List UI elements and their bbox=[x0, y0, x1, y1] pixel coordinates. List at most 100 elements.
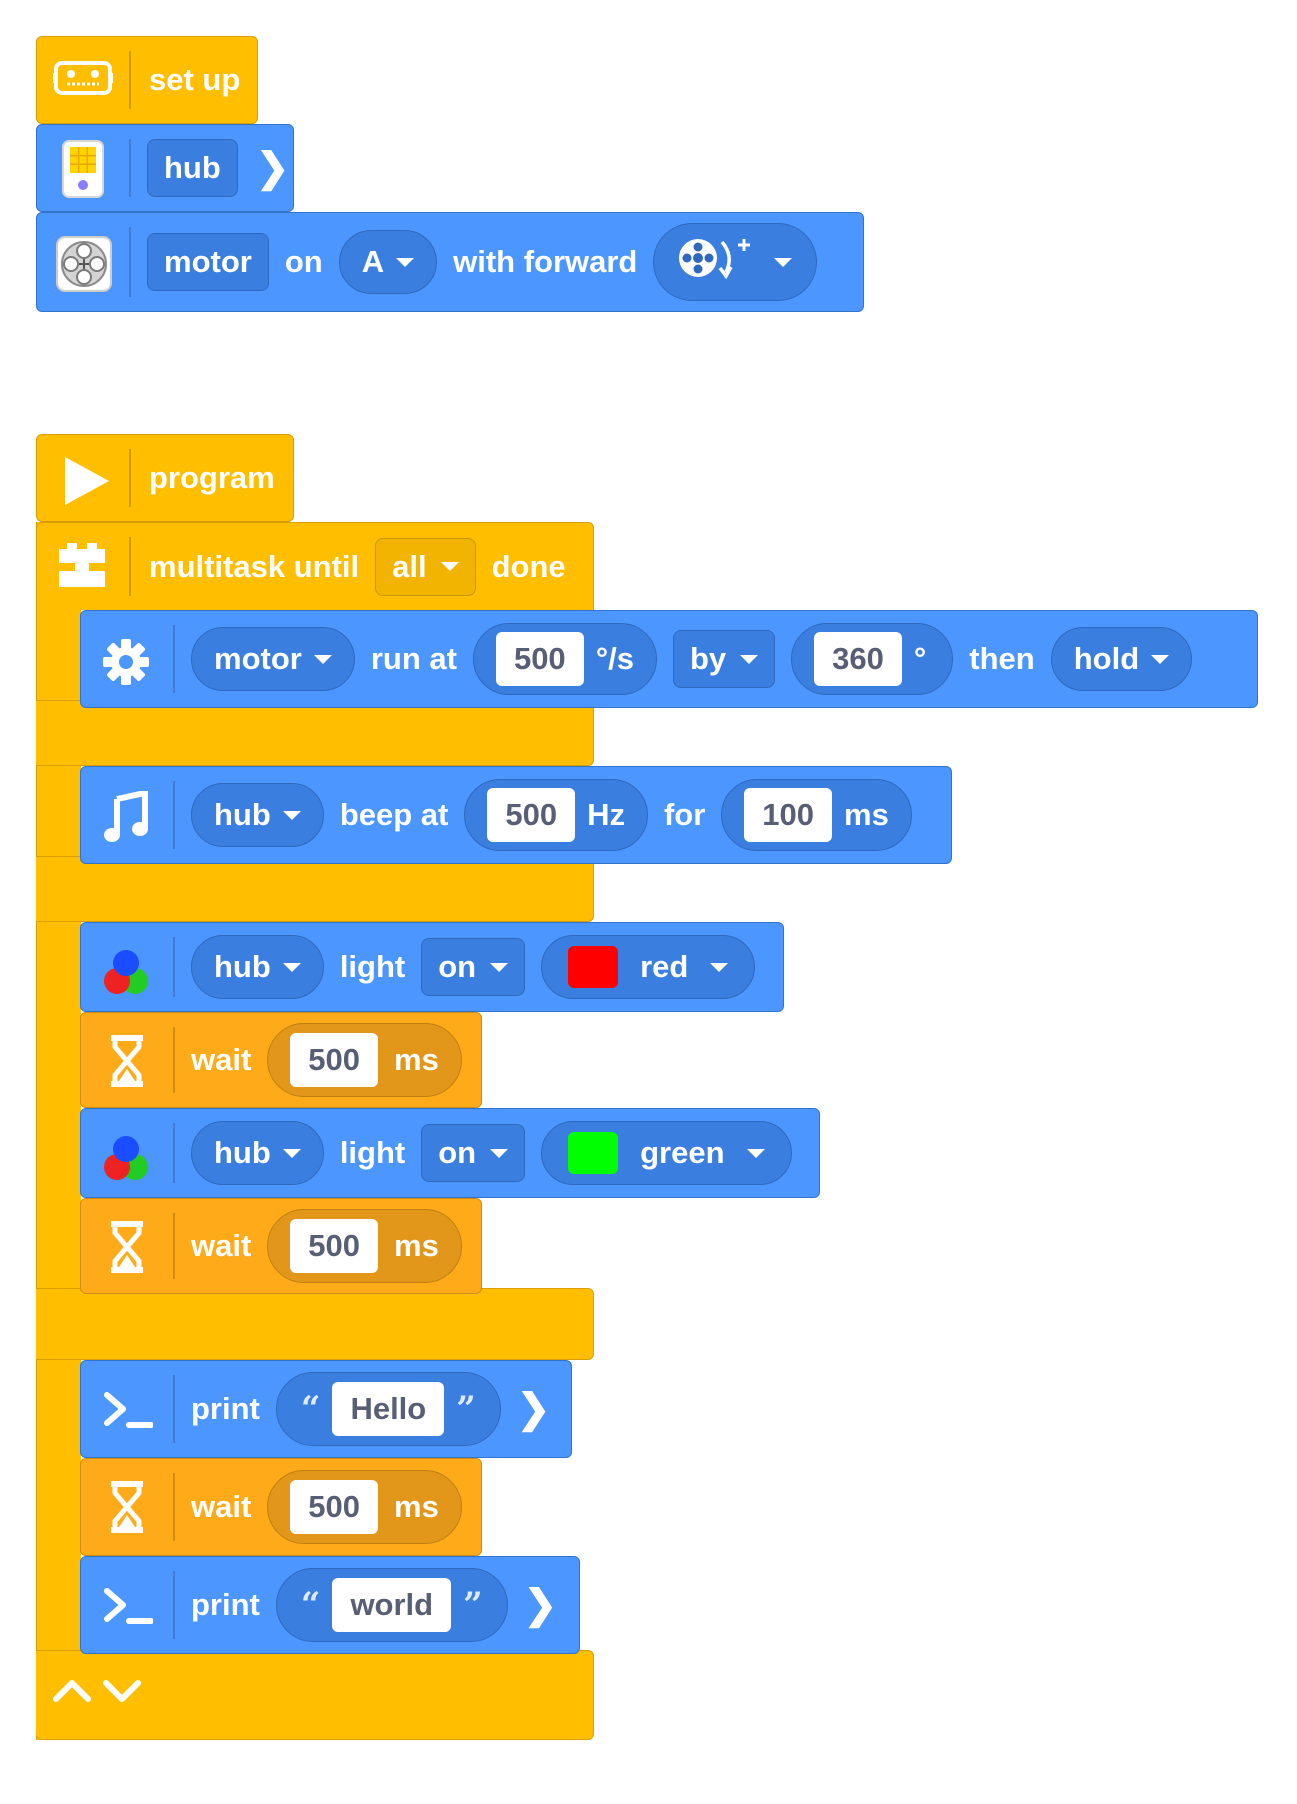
frequency-input[interactable]: 500 bbox=[487, 788, 576, 842]
by-value: by bbox=[689, 641, 727, 676]
caret-down-icon bbox=[774, 257, 793, 267]
wait-label: wait bbox=[191, 1042, 252, 1077]
by-dropdown[interactable]: by bbox=[672, 630, 776, 688]
motor-setup-block[interactable]: motor on A with forward bbox=[36, 212, 864, 312]
caret-down-icon bbox=[396, 257, 415, 267]
multitask-block[interactable]: multitask until all done bbox=[36, 522, 594, 610]
print-label: print bbox=[191, 1587, 260, 1622]
duration-input[interactable]: 100 bbox=[744, 788, 833, 842]
port-dropdown[interactable]: A bbox=[338, 230, 438, 294]
beep-target-dropdown[interactable]: hub bbox=[191, 783, 324, 847]
wait-unit: ms bbox=[394, 1489, 439, 1524]
program-label: program bbox=[149, 460, 275, 495]
hub-setup-block[interactable]: hub ❯ bbox=[36, 124, 294, 212]
caret-down-icon bbox=[440, 562, 459, 571]
gear-icon bbox=[101, 637, 151, 687]
caret-down-icon bbox=[710, 962, 729, 972]
caret-down-icon bbox=[313, 654, 332, 664]
wait-duration-input[interactable]: 500 bbox=[290, 1033, 379, 1087]
chevron-right-icon[interactable]: ❯ bbox=[516, 1387, 551, 1431]
color-dropdown[interactable]: red bbox=[541, 935, 756, 999]
light-target-dropdown[interactable]: hub bbox=[191, 1121, 324, 1185]
separator bbox=[173, 1213, 175, 1279]
color-swatch bbox=[568, 1132, 619, 1174]
motor-run-block[interactable]: motor run at 500 °/s by 360° then hold bbox=[80, 610, 1258, 708]
separator bbox=[129, 449, 131, 507]
direction-dropdown[interactable] bbox=[653, 223, 818, 301]
hourglass-icon bbox=[107, 1035, 147, 1087]
print-text-field[interactable]: “ world ” bbox=[275, 1568, 508, 1642]
light-block-1[interactable]: hub light on red bbox=[80, 922, 784, 1012]
done-label: done bbox=[491, 548, 566, 584]
open-quote-icon: “ bbox=[300, 1585, 321, 1625]
motor-selector-label: motor bbox=[164, 244, 252, 279]
motor-selector[interactable]: motor bbox=[147, 233, 269, 291]
then-label: then bbox=[969, 641, 1035, 676]
lane-2-footer bbox=[36, 856, 594, 922]
hourglass-icon bbox=[107, 1481, 147, 1533]
separator bbox=[173, 625, 175, 693]
light-target-dropdown[interactable]: hub bbox=[191, 935, 324, 999]
terminal-icon bbox=[103, 1585, 153, 1627]
amount-field[interactable]: 360° bbox=[791, 623, 954, 695]
end-action-dropdown[interactable]: hold bbox=[1050, 627, 1193, 691]
print-text-field[interactable]: “ Hello ” bbox=[275, 1372, 501, 1446]
multitask-mode-dropdown[interactable]: all bbox=[375, 537, 476, 596]
light-label: light bbox=[339, 949, 406, 984]
light-block-2[interactable]: hub light on green bbox=[80, 1108, 820, 1198]
program-hat-block[interactable]: program bbox=[36, 434, 294, 522]
for-label: for bbox=[663, 797, 706, 832]
wait-duration-input[interactable]: 500 bbox=[290, 1219, 379, 1273]
port-value: A bbox=[361, 244, 385, 279]
separator bbox=[129, 537, 131, 596]
collapse-expand-icon[interactable] bbox=[50, 1671, 146, 1711]
color-name: green bbox=[640, 1135, 725, 1170]
print-block-2[interactable]: print “ world ” ❯ bbox=[80, 1556, 580, 1654]
separator bbox=[129, 51, 131, 109]
setup-label: set up bbox=[149, 62, 241, 97]
separator bbox=[173, 1473, 175, 1541]
setup-hat-block[interactable]: set up bbox=[36, 36, 258, 124]
caret-down-icon bbox=[746, 1148, 765, 1158]
print-block-1[interactable]: print “ Hello ” ❯ bbox=[80, 1360, 572, 1458]
robot-icon bbox=[53, 59, 113, 99]
separator bbox=[173, 1375, 175, 1443]
wait-duration-field[interactable]: 500 ms bbox=[267, 1470, 462, 1544]
caret-down-icon bbox=[490, 962, 509, 972]
print-text-input[interactable]: Hello bbox=[332, 1382, 445, 1436]
beep-at-label: beep at bbox=[339, 797, 449, 832]
light-state-dropdown[interactable]: on bbox=[421, 1124, 526, 1182]
open-quote-icon: “ bbox=[300, 1389, 321, 1429]
end-action-value: hold bbox=[1073, 641, 1140, 676]
print-text-input[interactable]: world bbox=[332, 1578, 452, 1632]
close-quote-icon: ” bbox=[456, 1389, 476, 1429]
direction-label: with forward bbox=[453, 244, 638, 279]
print-label: print bbox=[191, 1391, 260, 1426]
duration-unit: ms bbox=[844, 797, 889, 832]
play-icon bbox=[63, 457, 109, 505]
music-note-icon bbox=[103, 791, 149, 843]
chevron-right-icon[interactable]: ❯ bbox=[523, 1583, 558, 1627]
light-state-dropdown[interactable]: on bbox=[421, 938, 526, 996]
speed-input[interactable]: 500 bbox=[495, 632, 584, 686]
run-at-label: run at bbox=[370, 641, 457, 676]
motor-target-dropdown[interactable]: motor bbox=[191, 627, 355, 691]
caret-down-icon bbox=[740, 654, 759, 664]
duration-field[interactable]: 100 ms bbox=[721, 779, 912, 851]
wait-duration-input[interactable]: 500 bbox=[290, 1480, 379, 1534]
speed-unit: °/s bbox=[595, 641, 634, 676]
speed-field[interactable]: 500 °/s bbox=[472, 623, 657, 695]
chevron-right-icon[interactable]: ❯ bbox=[255, 146, 290, 190]
hub-icon bbox=[61, 139, 105, 199]
amount-input[interactable]: 360 bbox=[814, 632, 902, 686]
hub-selector[interactable]: hub bbox=[147, 139, 238, 197]
color-dropdown[interactable]: green bbox=[541, 1121, 792, 1185]
lane-3-footer bbox=[36, 1288, 594, 1360]
